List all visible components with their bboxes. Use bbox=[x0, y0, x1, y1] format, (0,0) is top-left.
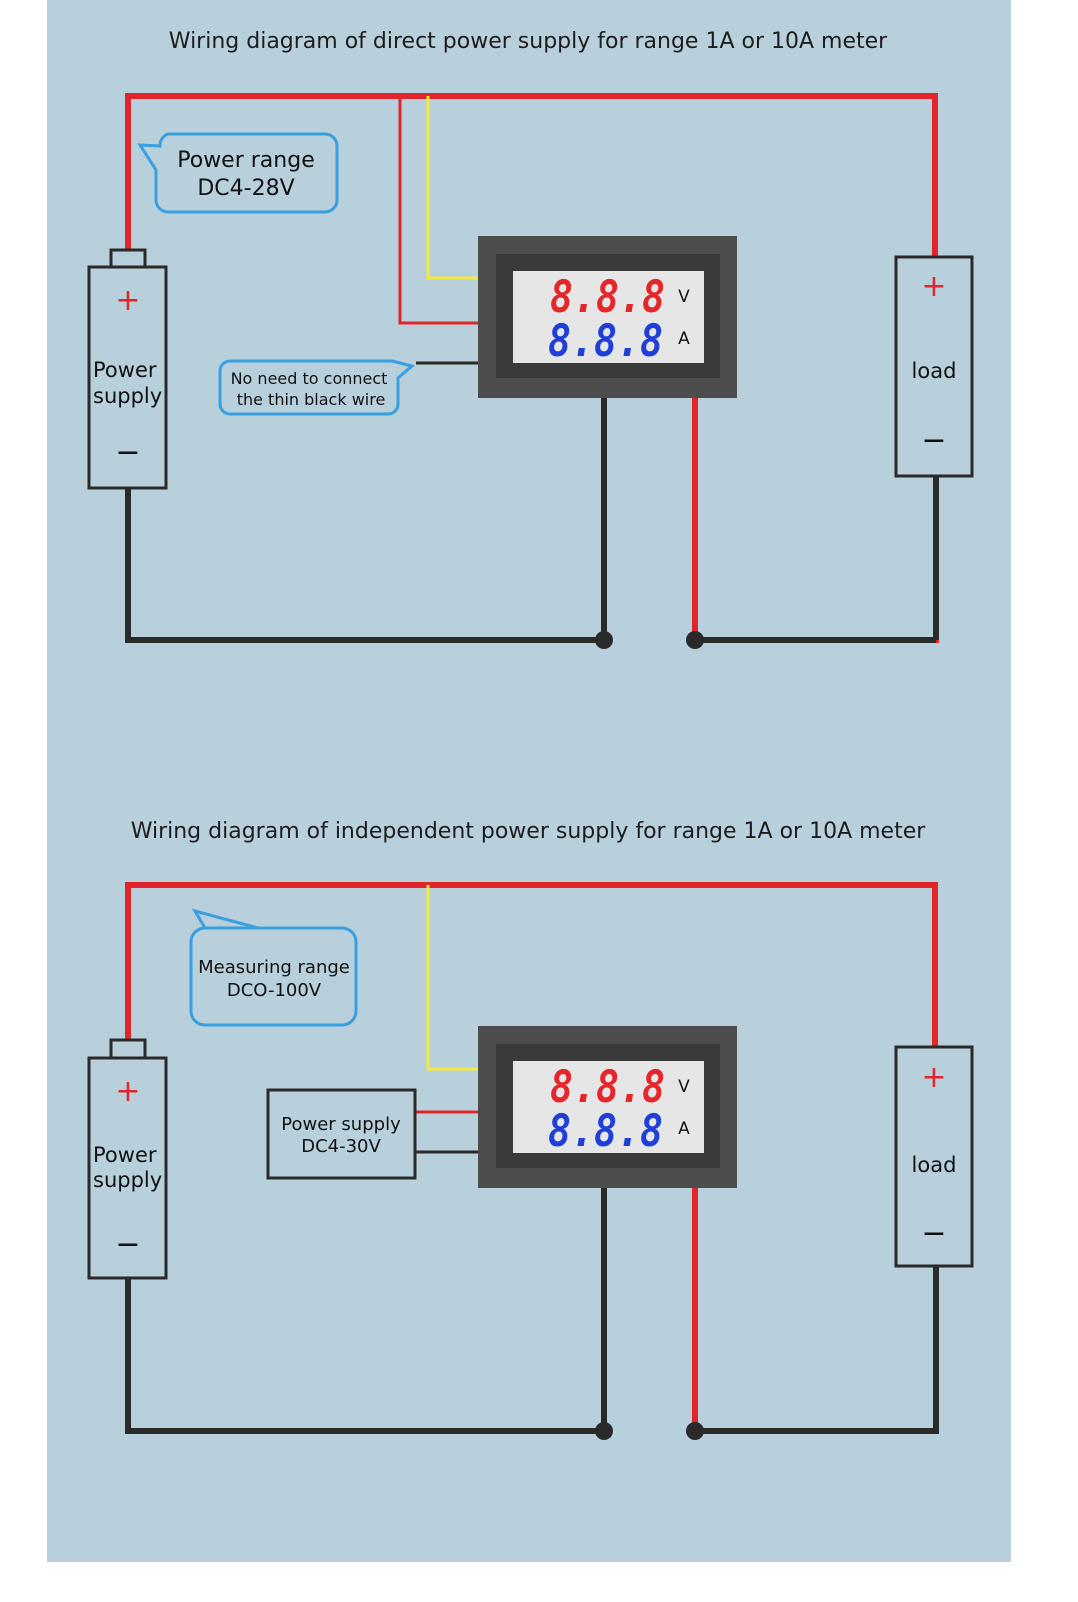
d1-load-plus: + bbox=[921, 269, 946, 304]
d1-power-supply-battery-icon: + Power supply − bbox=[87, 248, 168, 490]
d1-callout-range-line1: Power range bbox=[177, 148, 314, 173]
d1-power-range-callout-speech-bubble-icon: Power range DC4-28V bbox=[137, 132, 339, 214]
d1-red-thin-wire bbox=[398, 96, 480, 325]
d2-source-label-2: supply bbox=[93, 1168, 162, 1192]
d1-black-wire-bottom bbox=[125, 398, 607, 643]
d2-source-plus: + bbox=[115, 1074, 140, 1109]
d2-load-return bbox=[695, 1266, 939, 1434]
d2-aux-supply-line2: DC4-30V bbox=[301, 1136, 381, 1157]
d2-measuring-range-callout-speech-bubble-icon: Measuring range DCO-100V bbox=[189, 908, 358, 1027]
d1-red-wire-top bbox=[125, 93, 938, 258]
d2-meter-amp-digits: 8.8.8 bbox=[548, 1106, 663, 1157]
d2-load-label: load bbox=[912, 1153, 957, 1177]
d1-callout-note-line1: No need to connect bbox=[231, 369, 388, 388]
d1-yellow-wire bbox=[426, 96, 480, 280]
d2-meter-volt-digits: 8.8.8 bbox=[550, 1062, 665, 1113]
d2-callout-range-line2: DCO-100V bbox=[227, 980, 322, 1001]
d1-meter-volt-digits: 8.8.8 bbox=[550, 272, 665, 323]
d1-source-label-1: Power bbox=[93, 358, 157, 382]
d2-junction-black bbox=[595, 1422, 613, 1440]
d2-aux-supply-line1: Power supply bbox=[281, 1114, 401, 1135]
diagram1-title: Wiring diagram of direct power supply fo… bbox=[169, 29, 888, 54]
d1-load-label: load bbox=[912, 359, 957, 383]
d1-meter-volt-unit: V bbox=[678, 287, 690, 307]
diagram-direct-supply: Wiring diagram of direct power supply fo… bbox=[87, 29, 974, 649]
d1-callout-range-line2: DC4-28V bbox=[197, 176, 294, 201]
d2-load-minus: − bbox=[921, 1216, 946, 1251]
d2-yellow-wire bbox=[426, 885, 480, 1071]
d1-digital-meter-icon: 8.8.8 V 8.8.8 A bbox=[478, 236, 737, 398]
d2-junction-red bbox=[686, 1422, 704, 1440]
d2-load-plus: + bbox=[921, 1060, 946, 1095]
diagram-independent-supply: Wiring diagram of independent power supp… bbox=[87, 819, 974, 1440]
diagram2-title: Wiring diagram of independent power supp… bbox=[131, 819, 927, 844]
d2-meter-amp-unit: A bbox=[678, 1119, 690, 1139]
d1-source-label-2: supply bbox=[93, 384, 162, 408]
d2-source-minus: − bbox=[115, 1227, 140, 1262]
d1-source-plus: + bbox=[115, 283, 140, 318]
d1-meter-amp-unit: A bbox=[678, 329, 690, 349]
d2-black-wire-bottom bbox=[125, 1188, 607, 1434]
d1-source-minus: − bbox=[115, 435, 140, 470]
d2-load-resistor-box-icon: + load − bbox=[894, 1045, 974, 1268]
d1-callout-note-line2: the thin black wire bbox=[237, 390, 386, 409]
d2-source-label-1: Power bbox=[93, 1143, 157, 1167]
d1-meter-amp-digits: 8.8.8 bbox=[548, 316, 663, 367]
d2-digital-meter-icon: 8.8.8 V 8.8.8 A bbox=[478, 1026, 737, 1188]
d1-junction-red bbox=[686, 631, 704, 649]
d2-power-supply-battery-icon: + Power supply − bbox=[87, 1038, 168, 1280]
d1-no-connect-callout-speech-bubble-icon: No need to connect the thin black wire bbox=[218, 359, 416, 416]
d2-meter-volt-unit: V bbox=[678, 1077, 690, 1097]
d1-junction-black bbox=[595, 631, 613, 649]
d2-aux-power-supply-box: Power supply DC4-30V bbox=[266, 1088, 417, 1180]
d2-red-wire-top bbox=[125, 882, 938, 1048]
d2-callout-range-line1: Measuring range bbox=[198, 957, 350, 978]
d1-load-resistor-box-icon: + load − bbox=[894, 255, 974, 478]
d1-load-minus: − bbox=[921, 423, 946, 458]
